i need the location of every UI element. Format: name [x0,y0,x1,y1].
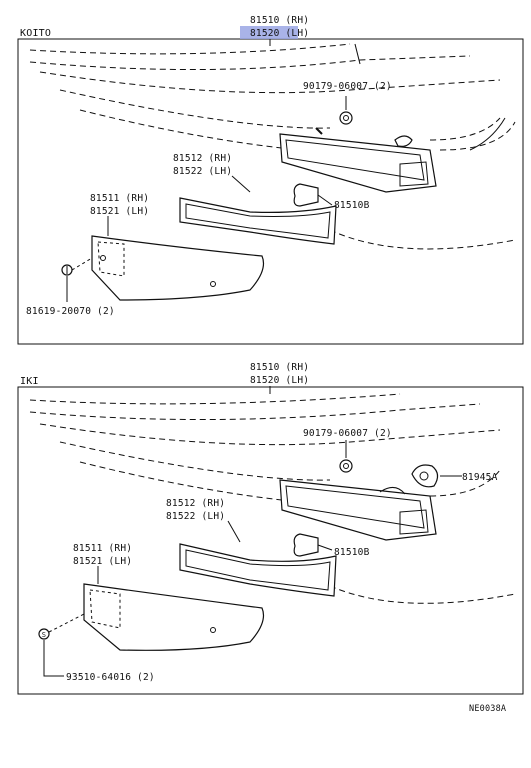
svg-text:S: S [42,631,46,639]
screw-part[interactable] [61,257,93,302]
label-bulb-2[interactable]: 81510B [334,547,370,558]
leader-lens-2 [227,520,241,543]
label-housing-rh[interactable]: 81511 (RH) [90,193,149,204]
section-iki-frame [17,386,524,695]
housing-part-2[interactable] [83,583,265,651]
section-koito: KOITO 81510 (RH) 81520 (LH) 90179-06007 … [17,15,524,345]
label-housing-rh-2[interactable]: 81511 (RH) [73,543,132,554]
label-housing-lh[interactable]: 81521 (LH) [90,206,149,217]
label-lens-lh-2[interactable]: 81522 (LH) [166,511,225,522]
section-koito-title: KOITO [20,28,51,39]
label-lens-lh[interactable]: 81522 (LH) [173,166,232,177]
label-lens-rh[interactable]: 81512 (RH) [173,153,232,164]
section-koito-frame [17,38,524,345]
clip-part-2[interactable] [339,440,353,473]
lamp-assembly-2[interactable] [279,479,437,541]
lens-part-2[interactable] [179,543,337,597]
leader-lens [231,175,251,193]
housing-part[interactable] [91,235,265,301]
label-lens-rh-2[interactable]: 81512 (RH) [166,498,225,509]
socket-part[interactable] [411,464,462,488]
lamp-assembly[interactable] [279,127,437,193]
label-housing-lh-2[interactable]: 81521 (LH) [73,556,132,567]
section-iki-title: IKI [20,376,39,387]
section-iki: IKI 81510 (RH) 81520 (LH) 90179-06007 (2… [17,362,524,695]
lens-part[interactable] [179,197,337,245]
label-lamp-rh[interactable]: 81510 (RH) [250,15,309,26]
screw-part-2[interactable]: S [38,613,85,677]
bumper-outline-2 [29,393,516,604]
clip-part[interactable] [339,96,353,125]
label-clip-2[interactable]: 90179-06007 (2) [303,428,392,439]
label-screw-2[interactable]: 93510-64016 (2) [66,672,155,683]
label-bulb[interactable]: 81510B [334,200,370,211]
bumper-outline [29,43,516,250]
diagram-code: NE0038A [469,704,506,714]
label-lamp-lh-2[interactable]: 81520 (LH) [250,375,309,386]
label-lamp-lh[interactable]: 81520 (LH) [250,28,309,39]
label-clip[interactable]: 90179-06007 (2) [303,81,392,92]
bulb-part[interactable] [293,183,333,207]
bulb-part-2[interactable] [293,533,333,557]
label-lamp-rh-2[interactable]: 81510 (RH) [250,362,309,373]
label-socket[interactable]: 81945A [462,472,498,483]
selected-part-highlight[interactable] [240,26,298,39]
label-screw[interactable]: 81619-20070 (2) [26,306,115,317]
